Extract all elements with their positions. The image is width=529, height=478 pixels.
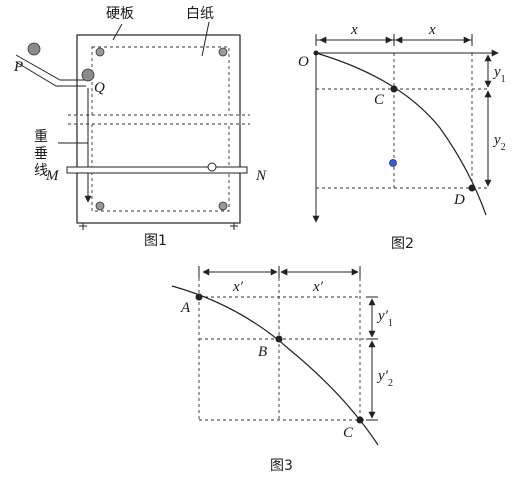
ball-at-Q bbox=[81, 68, 95, 82]
fig2-label-D: D bbox=[453, 192, 465, 208]
caption-figure-2: 图2 bbox=[391, 236, 414, 252]
label-plumb-3: 线 bbox=[34, 163, 48, 179]
fig2-point-D bbox=[468, 184, 476, 192]
fig3-label-y2: y′2 bbox=[376, 368, 393, 389]
label-M: M bbox=[45, 168, 60, 184]
fig3-trajectory bbox=[171, 285, 379, 446]
label-Q: Q bbox=[94, 80, 105, 96]
fig3-label-A: A bbox=[180, 300, 191, 316]
incline-track-top bbox=[15, 54, 86, 81]
figure-1: 硬板 白纸 重 垂 线 P Q M N 图1 bbox=[13, 6, 267, 249]
fig3-label-C: C bbox=[343, 425, 354, 441]
label-plumb-2: 垂 bbox=[34, 146, 48, 162]
caption-figure-3: 图3 bbox=[270, 458, 293, 474]
caption-figure-1: 图1 bbox=[144, 233, 167, 249]
fig2-x-dim-ticks bbox=[315, 34, 473, 46]
fig3-point-B bbox=[275, 335, 283, 343]
fig3-x-dim-ticks bbox=[198, 266, 361, 278]
fig2-label-y1: y1 bbox=[492, 64, 506, 85]
fig3-label-y1: y′1 bbox=[376, 308, 393, 329]
fig3-label-x2: x′ bbox=[312, 279, 324, 295]
fig2-label-C: C bbox=[374, 92, 385, 108]
pin-top-left bbox=[95, 47, 105, 57]
fig2-label-y2: y2 bbox=[492, 132, 506, 153]
board-edge-break bbox=[76, 115, 241, 124]
label-hard-board: 硬板 bbox=[106, 6, 134, 22]
fig2-point-O bbox=[313, 50, 319, 56]
leader-board bbox=[112, 23, 123, 41]
foot-left bbox=[79, 223, 87, 230]
pin-bottom-left bbox=[95, 201, 105, 211]
fig3-point-A bbox=[195, 293, 203, 301]
fig2-stray-ball bbox=[389, 159, 397, 167]
pin-bottom-right bbox=[218, 201, 228, 211]
rod-MN bbox=[66, 166, 248, 174]
label-P: P bbox=[13, 59, 23, 75]
figure-2: O C D x x y1 y2 图2 bbox=[298, 22, 506, 252]
foot-right bbox=[230, 223, 238, 230]
figure-3: A B C x′ x′ y′1 y′2 图3 bbox=[171, 266, 393, 474]
hard-board bbox=[76, 34, 241, 224]
label-plumb-1: 重 bbox=[34, 129, 48, 145]
label-white-paper: 白纸 bbox=[186, 6, 214, 22]
ball-on-track bbox=[27, 42, 41, 56]
fig2-label-O: O bbox=[298, 54, 309, 70]
fig2-point-C bbox=[390, 85, 398, 93]
fig3-label-x1: x′ bbox=[232, 279, 244, 295]
fig2-label-x1: x bbox=[350, 22, 358, 38]
incline-track-bottom bbox=[15, 61, 86, 87]
fig2-label-x2: x bbox=[428, 22, 436, 38]
rod-ball bbox=[207, 162, 217, 172]
leader-paper bbox=[201, 21, 210, 57]
fig3-y-dim-ticks bbox=[366, 296, 378, 421]
label-N: N bbox=[255, 168, 267, 184]
pin-top-right bbox=[218, 47, 228, 57]
fig2-trajectory bbox=[315, 52, 487, 216]
white-paper bbox=[91, 46, 230, 212]
fig3-label-B: B bbox=[258, 344, 267, 360]
fig3-point-C bbox=[356, 416, 364, 424]
break-band bbox=[70, 115, 250, 124]
